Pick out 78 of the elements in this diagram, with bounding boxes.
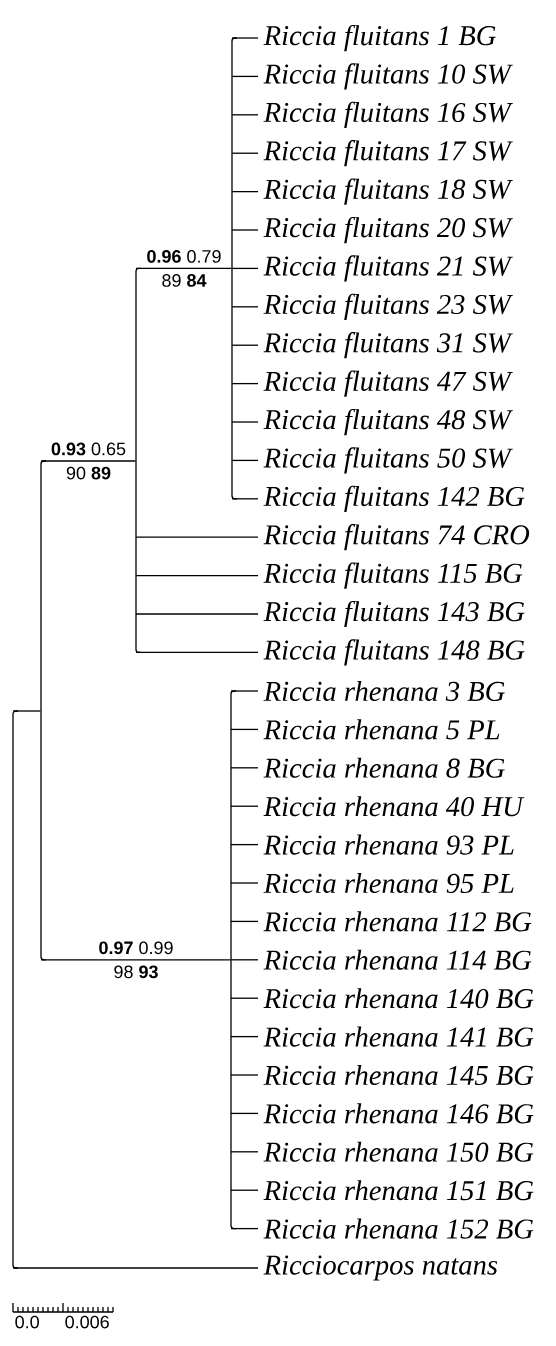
taxon-label: Riccia rhenana 140 BG xyxy=(263,988,534,1009)
branch-line xyxy=(230,767,259,769)
taxon-label: Riccia rhenana 151 BG xyxy=(263,1180,534,1201)
taxon-label: Riccia fluitans 48 SW xyxy=(263,408,513,436)
branch-line xyxy=(135,574,259,577)
branch-line xyxy=(12,1267,259,1269)
branch-line xyxy=(230,805,259,807)
taxon-label: Riccia rhenana 145 BG xyxy=(263,1064,534,1086)
branch-line xyxy=(40,460,136,462)
branch-line xyxy=(231,229,259,231)
taxon-label: Riccia fluitans 74 CRO xyxy=(263,524,530,551)
branch-line xyxy=(135,536,259,538)
branch-line xyxy=(231,344,259,346)
scale-label: 0.0 xyxy=(15,1315,39,1329)
branch-line xyxy=(12,710,41,712)
branch-line xyxy=(231,75,259,78)
taxon-label: Riccia rhenana 93 PL xyxy=(263,834,514,855)
branch-line xyxy=(231,114,259,116)
branch-line xyxy=(230,882,259,884)
branch-line xyxy=(40,959,231,961)
branch-line xyxy=(135,651,259,654)
taxon-label: Riccia rhenana 141 BG xyxy=(263,1026,534,1047)
support-value: 90 89 xyxy=(66,466,111,480)
taxon-label: Riccia rhenana 40 HU xyxy=(263,796,525,817)
taxon-label: Riccia fluitans 142 BG xyxy=(263,485,525,512)
branch-line xyxy=(230,690,259,692)
scale-label: 0.006 xyxy=(65,1315,109,1329)
branch-line xyxy=(230,1189,259,1191)
taxon-label: Riccia fluitans 17 SW xyxy=(263,140,513,167)
support-value: 98 93 xyxy=(114,965,158,979)
branch-line xyxy=(230,1227,259,1230)
taxon-label: Ricciocarpos natans xyxy=(263,1255,498,1281)
branch-line xyxy=(230,959,259,961)
branch-line xyxy=(230,728,259,731)
taxon-label: Riccia rhenana 5 PL xyxy=(263,719,500,740)
support-value: 89 84 xyxy=(162,274,207,287)
branch-line xyxy=(135,613,259,615)
taxon-label: Riccia rhenana 112 BG xyxy=(263,911,532,932)
branch-line xyxy=(231,152,259,154)
branch-line xyxy=(135,267,232,270)
branch-line xyxy=(231,382,259,385)
branch-line xyxy=(231,421,259,423)
support-value: 0.96 0.79 xyxy=(147,250,221,263)
branch-line xyxy=(230,997,259,999)
taxon-label: Riccia fluitans 10 SW xyxy=(263,63,513,90)
taxon-label: Riccia fluitans 47 SW xyxy=(263,370,513,397)
taxon-label: Riccia rhenana 8 BG xyxy=(263,757,505,778)
taxon-label: Riccia rhenana 150 BG xyxy=(263,1141,534,1162)
branch-line xyxy=(230,1151,259,1153)
branch-line xyxy=(230,1112,259,1115)
branch-line xyxy=(231,267,259,270)
taxon-label: Riccia fluitans 115 BG xyxy=(263,562,523,589)
branch-line xyxy=(230,920,259,923)
taxon-label: Riccia fluitans 20 SW xyxy=(263,216,513,244)
support-value: 0.93 0.65 xyxy=(51,442,126,456)
branch-line xyxy=(230,1074,259,1076)
branch-line xyxy=(231,190,259,193)
taxon-label: Riccia fluitans 16 SW xyxy=(263,101,513,128)
branch-line xyxy=(231,459,259,462)
taxon-label: Riccia fluitans 143 BG xyxy=(263,600,525,628)
taxon-label: Riccia fluitans 21 SW xyxy=(263,255,513,282)
taxon-label: Riccia fluitans 148 BG xyxy=(263,639,525,666)
branch-line xyxy=(231,306,259,308)
taxon-label: Riccia rhenana 3 BG xyxy=(263,680,505,702)
taxon-label: Riccia rhenana 114 BG xyxy=(263,949,532,970)
taxon-label: Riccia rhenana 146 BG xyxy=(263,1103,534,1124)
branch-line xyxy=(231,498,259,500)
taxon-label: Riccia fluitans 23 SW xyxy=(263,293,513,320)
taxon-label: Riccia rhenana 95 PL xyxy=(263,872,514,894)
branch-line xyxy=(231,37,259,39)
branch-line xyxy=(230,843,259,846)
taxon-label: Riccia fluitans 50 SW xyxy=(263,447,513,474)
taxon-label: Riccia fluitans 31 SW xyxy=(263,332,513,359)
branch-line xyxy=(230,1035,259,1038)
taxon-label: Riccia fluitans 1 BG xyxy=(263,24,496,52)
taxon-label: Riccia fluitans 18 SW xyxy=(263,178,513,205)
taxon-label: Riccia rhenana 152 BG xyxy=(263,1218,534,1239)
support-value: 0.97 0.99 xyxy=(99,941,173,955)
